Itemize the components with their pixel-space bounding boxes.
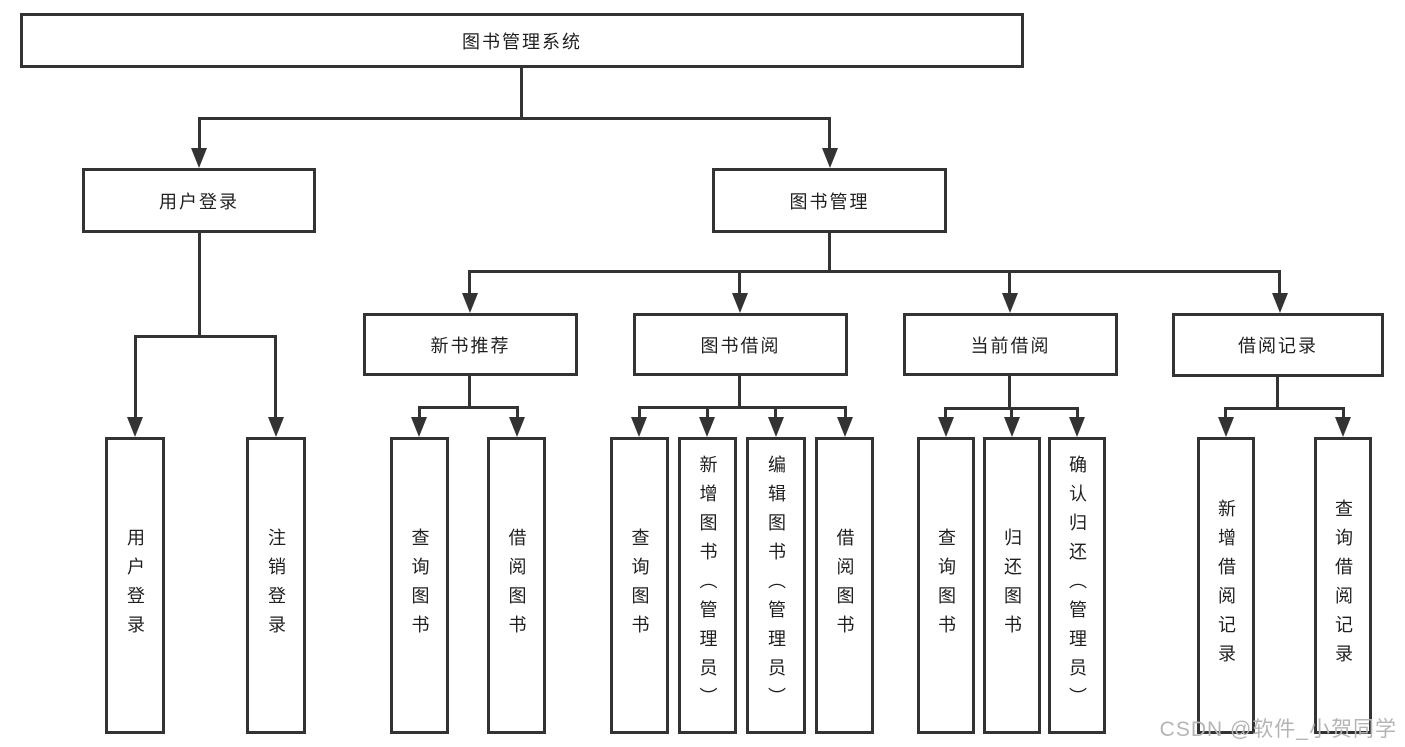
- leaf-label: 查询借阅记录: [1333, 498, 1353, 673]
- arrow-down-icon: [462, 293, 478, 313]
- leaf-label: 归还图书: [1002, 527, 1022, 644]
- node-label: 借阅记录: [1238, 336, 1318, 356]
- node-root: 图书管理系统: [20, 13, 1024, 68]
- node-borrowing-records: 借阅记录: [1172, 313, 1384, 377]
- arrow-down-icon: [1335, 417, 1351, 437]
- connector-line: [274, 335, 277, 419]
- leaf-logout: 注销登录: [246, 437, 306, 734]
- connector-line: [1076, 407, 1079, 419]
- connector-line: [1224, 407, 1345, 410]
- connector-line: [738, 376, 741, 408]
- connector-line: [468, 376, 471, 408]
- arrow-down-icon: [509, 417, 525, 437]
- leaf-user-login: 用户登录: [105, 437, 165, 734]
- leaf-edit-books-admin: 编辑图书（管理员）: [746, 437, 806, 734]
- connector-line: [516, 406, 519, 419]
- arrow-down-icon: [1218, 417, 1234, 437]
- leaf-label: 借阅图书: [506, 527, 527, 644]
- connector-line: [738, 270, 741, 295]
- leaf-label: 查询图书: [629, 527, 650, 644]
- arrow-down-icon: [1272, 293, 1288, 313]
- connector-line: [468, 270, 471, 295]
- leaf-query-borrow-record: 查询借阅记录: [1314, 437, 1372, 734]
- leaf-query-books-recommend: 查询图书: [390, 437, 449, 734]
- leaf-confirm-return-admin: 确认归还（管理员）: [1048, 437, 1106, 734]
- leaf-label: 查询图书: [409, 527, 430, 644]
- arrow-down-icon: [1004, 417, 1020, 437]
- arrow-down-icon: [268, 417, 284, 437]
- arrow-down-icon: [822, 148, 838, 168]
- arrow-down-icon: [411, 417, 427, 437]
- connector-line: [134, 335, 137, 419]
- connector-line: [1278, 270, 1281, 295]
- node-user-login: 用户登录: [82, 168, 316, 233]
- leaf-label: 注销登录: [266, 527, 286, 644]
- leaf-borrow-books-borrowing: 借阅图书: [815, 437, 874, 734]
- leaf-label: 新增借阅记录: [1216, 498, 1236, 673]
- node-label: 新书推荐: [430, 335, 511, 356]
- arrow-down-icon: [699, 417, 715, 437]
- connector-line: [418, 406, 519, 409]
- connector-line: [774, 406, 777, 419]
- connector-line: [638, 406, 847, 409]
- node-new-book-recommendation: 新书推荐: [363, 313, 578, 376]
- connector-line: [638, 406, 641, 419]
- connector-line: [944, 407, 947, 419]
- connector-line: [1010, 407, 1013, 419]
- connector-line: [418, 406, 421, 419]
- arrow-down-icon: [191, 148, 207, 168]
- arrow-down-icon: [1002, 293, 1018, 313]
- leaf-label: 借阅图书: [834, 527, 855, 644]
- node-label: 当前借阅: [970, 335, 1051, 356]
- arrow-down-icon: [837, 417, 853, 437]
- leaf-add-borrow-record: 新增借阅记录: [1197, 437, 1255, 734]
- arrow-down-icon: [1069, 417, 1085, 437]
- arrow-down-icon: [631, 417, 647, 437]
- leaf-add-books-admin: 新增图书（管理员）: [678, 437, 737, 734]
- node-label: 图书管理系统: [462, 31, 582, 52]
- arrow-down-icon: [127, 417, 143, 437]
- arrow-down-icon: [732, 293, 748, 313]
- watermark: CSDN @软件_小贺同学: [1159, 718, 1397, 741]
- leaf-label: 编辑图书（管理员）: [766, 455, 786, 716]
- connector-line: [134, 335, 277, 338]
- node-label: 图书管理: [789, 191, 870, 212]
- leaf-label: 查询图书: [936, 527, 956, 644]
- connector-line: [520, 68, 523, 118]
- connector-line: [1008, 270, 1011, 295]
- node-label: 图书借阅: [700, 335, 781, 356]
- node-book-borrowing: 图书借阅: [633, 313, 848, 376]
- connector-line: [468, 270, 1281, 273]
- leaf-label: 用户登录: [125, 527, 145, 644]
- leaf-borrow-books-recommend: 借阅图书: [487, 437, 546, 734]
- node-current-borrowing: 当前借阅: [903, 313, 1118, 376]
- connector-line: [1276, 377, 1279, 409]
- leaf-label: 新增图书（管理员）: [697, 455, 718, 716]
- arrow-down-icon: [938, 417, 954, 437]
- leaf-return-books: 归还图书: [983, 437, 1041, 734]
- leaf-query-books-borrowing: 查询图书: [610, 437, 669, 734]
- leaf-label: 确认归还（管理员）: [1067, 455, 1087, 716]
- connector-line: [844, 406, 847, 419]
- connector-line: [1008, 376, 1011, 409]
- node-book-management: 图书管理: [712, 168, 947, 233]
- connector-line: [198, 117, 201, 150]
- connector-line: [1342, 407, 1345, 419]
- arrow-down-icon: [768, 417, 784, 437]
- connector-line: [706, 406, 709, 419]
- connector-line: [1224, 407, 1227, 419]
- node-label: 用户登录: [159, 191, 239, 212]
- connector-line: [828, 233, 831, 272]
- leaf-query-books-current: 查询图书: [917, 437, 975, 734]
- connector-line: [828, 117, 831, 150]
- connector-line: [198, 233, 201, 337]
- connector-line: [198, 117, 831, 120]
